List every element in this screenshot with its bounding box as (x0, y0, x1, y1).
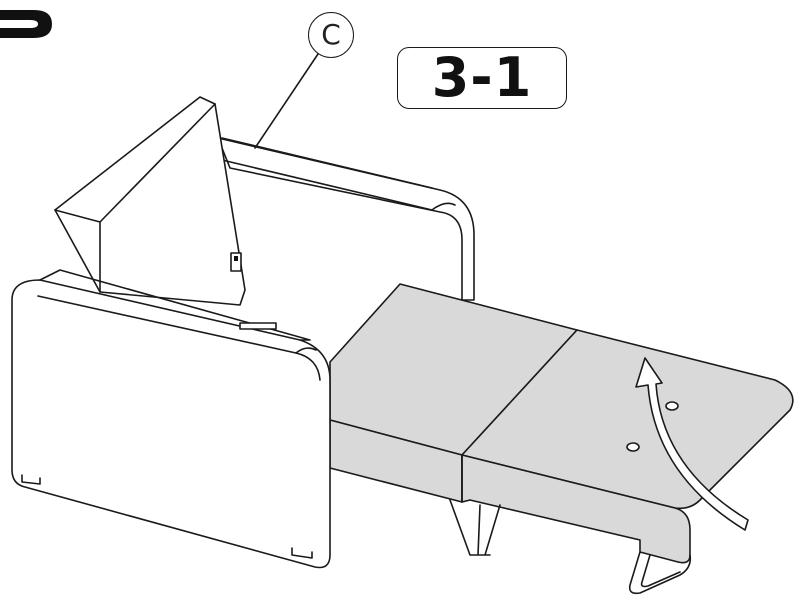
callout-label: C (321, 18, 341, 51)
fold-up-arrow-icon (635, 357, 749, 531)
seat-cushion-right (461, 329, 794, 510)
previous-step-marker (0, 10, 52, 38)
step-number-label: 3-1 (431, 46, 533, 109)
folding-leg-right (628, 551, 692, 595)
folding-legs-center (449, 499, 501, 556)
back-cushion (54, 96, 246, 306)
front-armrest (11, 279, 331, 569)
part-callout-c: C (308, 12, 354, 58)
velcro-tab (230, 252, 242, 272)
step-number-box: 3-1 (397, 47, 567, 109)
back-frame (217, 137, 475, 301)
callout-leader-line (254, 53, 319, 149)
